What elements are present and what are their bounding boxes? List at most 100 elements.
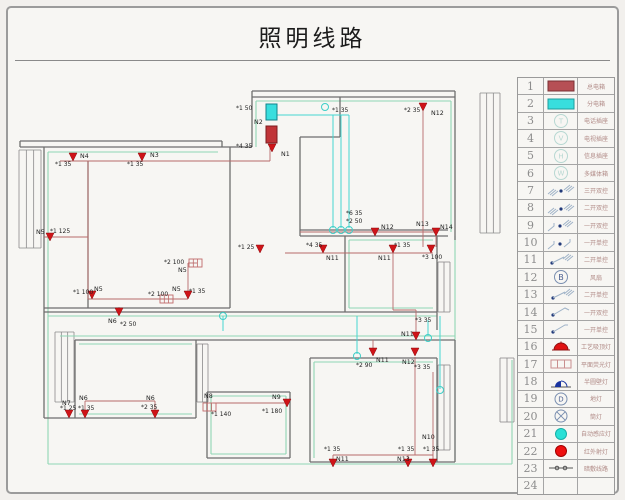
legend-row: 22 红外射灯 [518, 442, 614, 461]
legend-row-number: 16 [523, 340, 538, 354]
sw-dot-hatch2-icon [543, 286, 578, 303]
legend-row: 2 分电箱 [518, 95, 614, 113]
legend-row-label: 二开单控 [583, 292, 608, 300]
svg-text:T: T [557, 117, 563, 125]
ceiling-lamp-icon [137, 152, 147, 162]
circle-X-icon [543, 408, 578, 425]
wire-line-icon [543, 460, 578, 477]
wire-annotation: *2 35 [141, 404, 158, 411]
legend-row-label: 风扇 [589, 274, 602, 282]
legend-row-label: 信息插座 [583, 153, 608, 161]
legend-row: 8 二开双控 [518, 199, 614, 217]
circle-w-icon: W [543, 164, 578, 182]
legend-row-label: 暗敷线路 [583, 465, 608, 473]
legend-row-number: 18 [523, 375, 538, 389]
legend-row-label: 平面荧光灯 [580, 361, 611, 369]
sw-hook-hook-icon [543, 234, 578, 251]
dot-red-icon [543, 442, 578, 460]
legend-row-number: 2 [527, 97, 534, 111]
legend-row-number: 23 [523, 461, 538, 475]
grid-rect-icon [543, 356, 578, 373]
ceiling-lamp-icon [255, 244, 265, 254]
svg-text:W: W [557, 170, 564, 178]
legend-row-label: 红外射灯 [583, 448, 608, 456]
ceiling-lamp-icon [64, 409, 74, 419]
junction-circle-icon [329, 226, 337, 234]
wire-annotation: *4 35 [236, 143, 253, 150]
legend-row-label: 多媒体箱 [583, 170, 608, 178]
ceiling-lamp-icon [428, 458, 438, 468]
circuit-label: N11 [401, 331, 414, 338]
circuit-label: N1 [281, 151, 290, 158]
circuit-label: N5 [172, 286, 181, 293]
legend-row-label: 一开双控 [583, 309, 608, 317]
ceiling-lamp-icon [388, 244, 398, 254]
wire-annotation: *1 50 [236, 105, 253, 112]
circuit-label: N11 [376, 357, 389, 364]
circuit-label: N6 [79, 395, 88, 402]
ceiling-lamp-icon [411, 331, 421, 341]
circuit-label: N4 [80, 153, 89, 160]
ceiling-lamp-icon [45, 232, 55, 242]
wire-annotation: *3 100 [422, 254, 442, 261]
legend-row-label: 筒灯 [589, 413, 602, 421]
circuit-label: N9 [272, 394, 281, 401]
legend-row-number: 11 [523, 253, 538, 267]
circle-D-icon: D [543, 390, 578, 408]
legend-row-label: 自动感应灯 [580, 431, 611, 439]
ceiling-lamp-icon [114, 307, 124, 317]
legend-row-label: 分电箱 [586, 101, 605, 109]
legend-row-label: 二开单控 [583, 257, 608, 265]
svg-text:H: H [558, 152, 563, 160]
box-cyan-icon [543, 95, 578, 112]
circuit-label: N11 [378, 255, 391, 262]
dot-cyan-icon [543, 425, 578, 442]
wire-annotation: *1 140 [211, 411, 231, 418]
ceiling-lamp-icon [410, 347, 420, 357]
wire-annotation: *3 35 [415, 317, 432, 324]
wire-annotation: *2 100 [148, 291, 168, 298]
wire-annotation: *1 25 [238, 244, 255, 251]
wire-annotation: *1 35 [332, 107, 349, 114]
fluorescent-light-icon [202, 402, 217, 412]
legend-row-number: 13 [523, 288, 538, 302]
legend-row: 11 二开单控 [518, 251, 614, 270]
legend-row-number: 24 [523, 479, 538, 493]
legend-row-number: 17 [523, 357, 538, 371]
ceiling-lamp-icon [328, 458, 338, 468]
circuit-label: N11 [326, 255, 339, 262]
legend-row-number: 15 [523, 322, 538, 336]
legend-row-number: 10 [523, 236, 538, 250]
ceiling-lamp-icon [426, 244, 436, 254]
circuit-label: N5 [178, 267, 187, 274]
weak-current-box-icon [265, 103, 278, 121]
sw-dot-hook2-icon [543, 321, 578, 338]
legend-row-number: 22 [523, 444, 538, 458]
legend-row-label: 电视插座 [583, 135, 608, 143]
ceiling-lamp-icon [282, 398, 292, 408]
junction-circle-icon [321, 103, 329, 111]
wire-annotation: *1 35 [189, 288, 206, 295]
ceiling-lamp-icon [318, 244, 328, 254]
ceiling-lamp-icon [267, 143, 277, 153]
circle-tel-icon: T [543, 112, 578, 130]
legend-row-number: 8 [527, 201, 534, 215]
ceiling-lamp-icon [403, 458, 413, 468]
legend-row: 24 [518, 477, 614, 494]
svg-text:V: V [558, 135, 563, 143]
wire-annotation: *1 100 [73, 289, 93, 296]
legend-row-number: 1 [527, 79, 534, 93]
circle-B-icon: B [543, 269, 578, 286]
ceiling-lamp-icon [431, 227, 441, 237]
ceiling-lamp-icon [87, 290, 97, 300]
dome-red-icon [543, 338, 578, 355]
